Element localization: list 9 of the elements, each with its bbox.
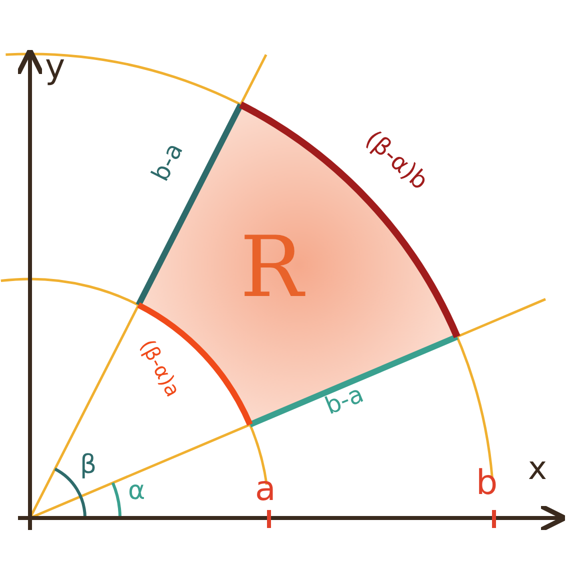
length-label: b-a [148, 139, 187, 185]
region-label: R [240, 225, 304, 309]
tick-label: b [476, 466, 498, 500]
angle-label: β [80, 452, 97, 478]
axis-label: x [528, 452, 547, 484]
axis-label: y [45, 50, 66, 84]
tick-label: a [255, 472, 276, 506]
angle-label: α [128, 478, 146, 504]
length-label: b-a [322, 382, 367, 418]
